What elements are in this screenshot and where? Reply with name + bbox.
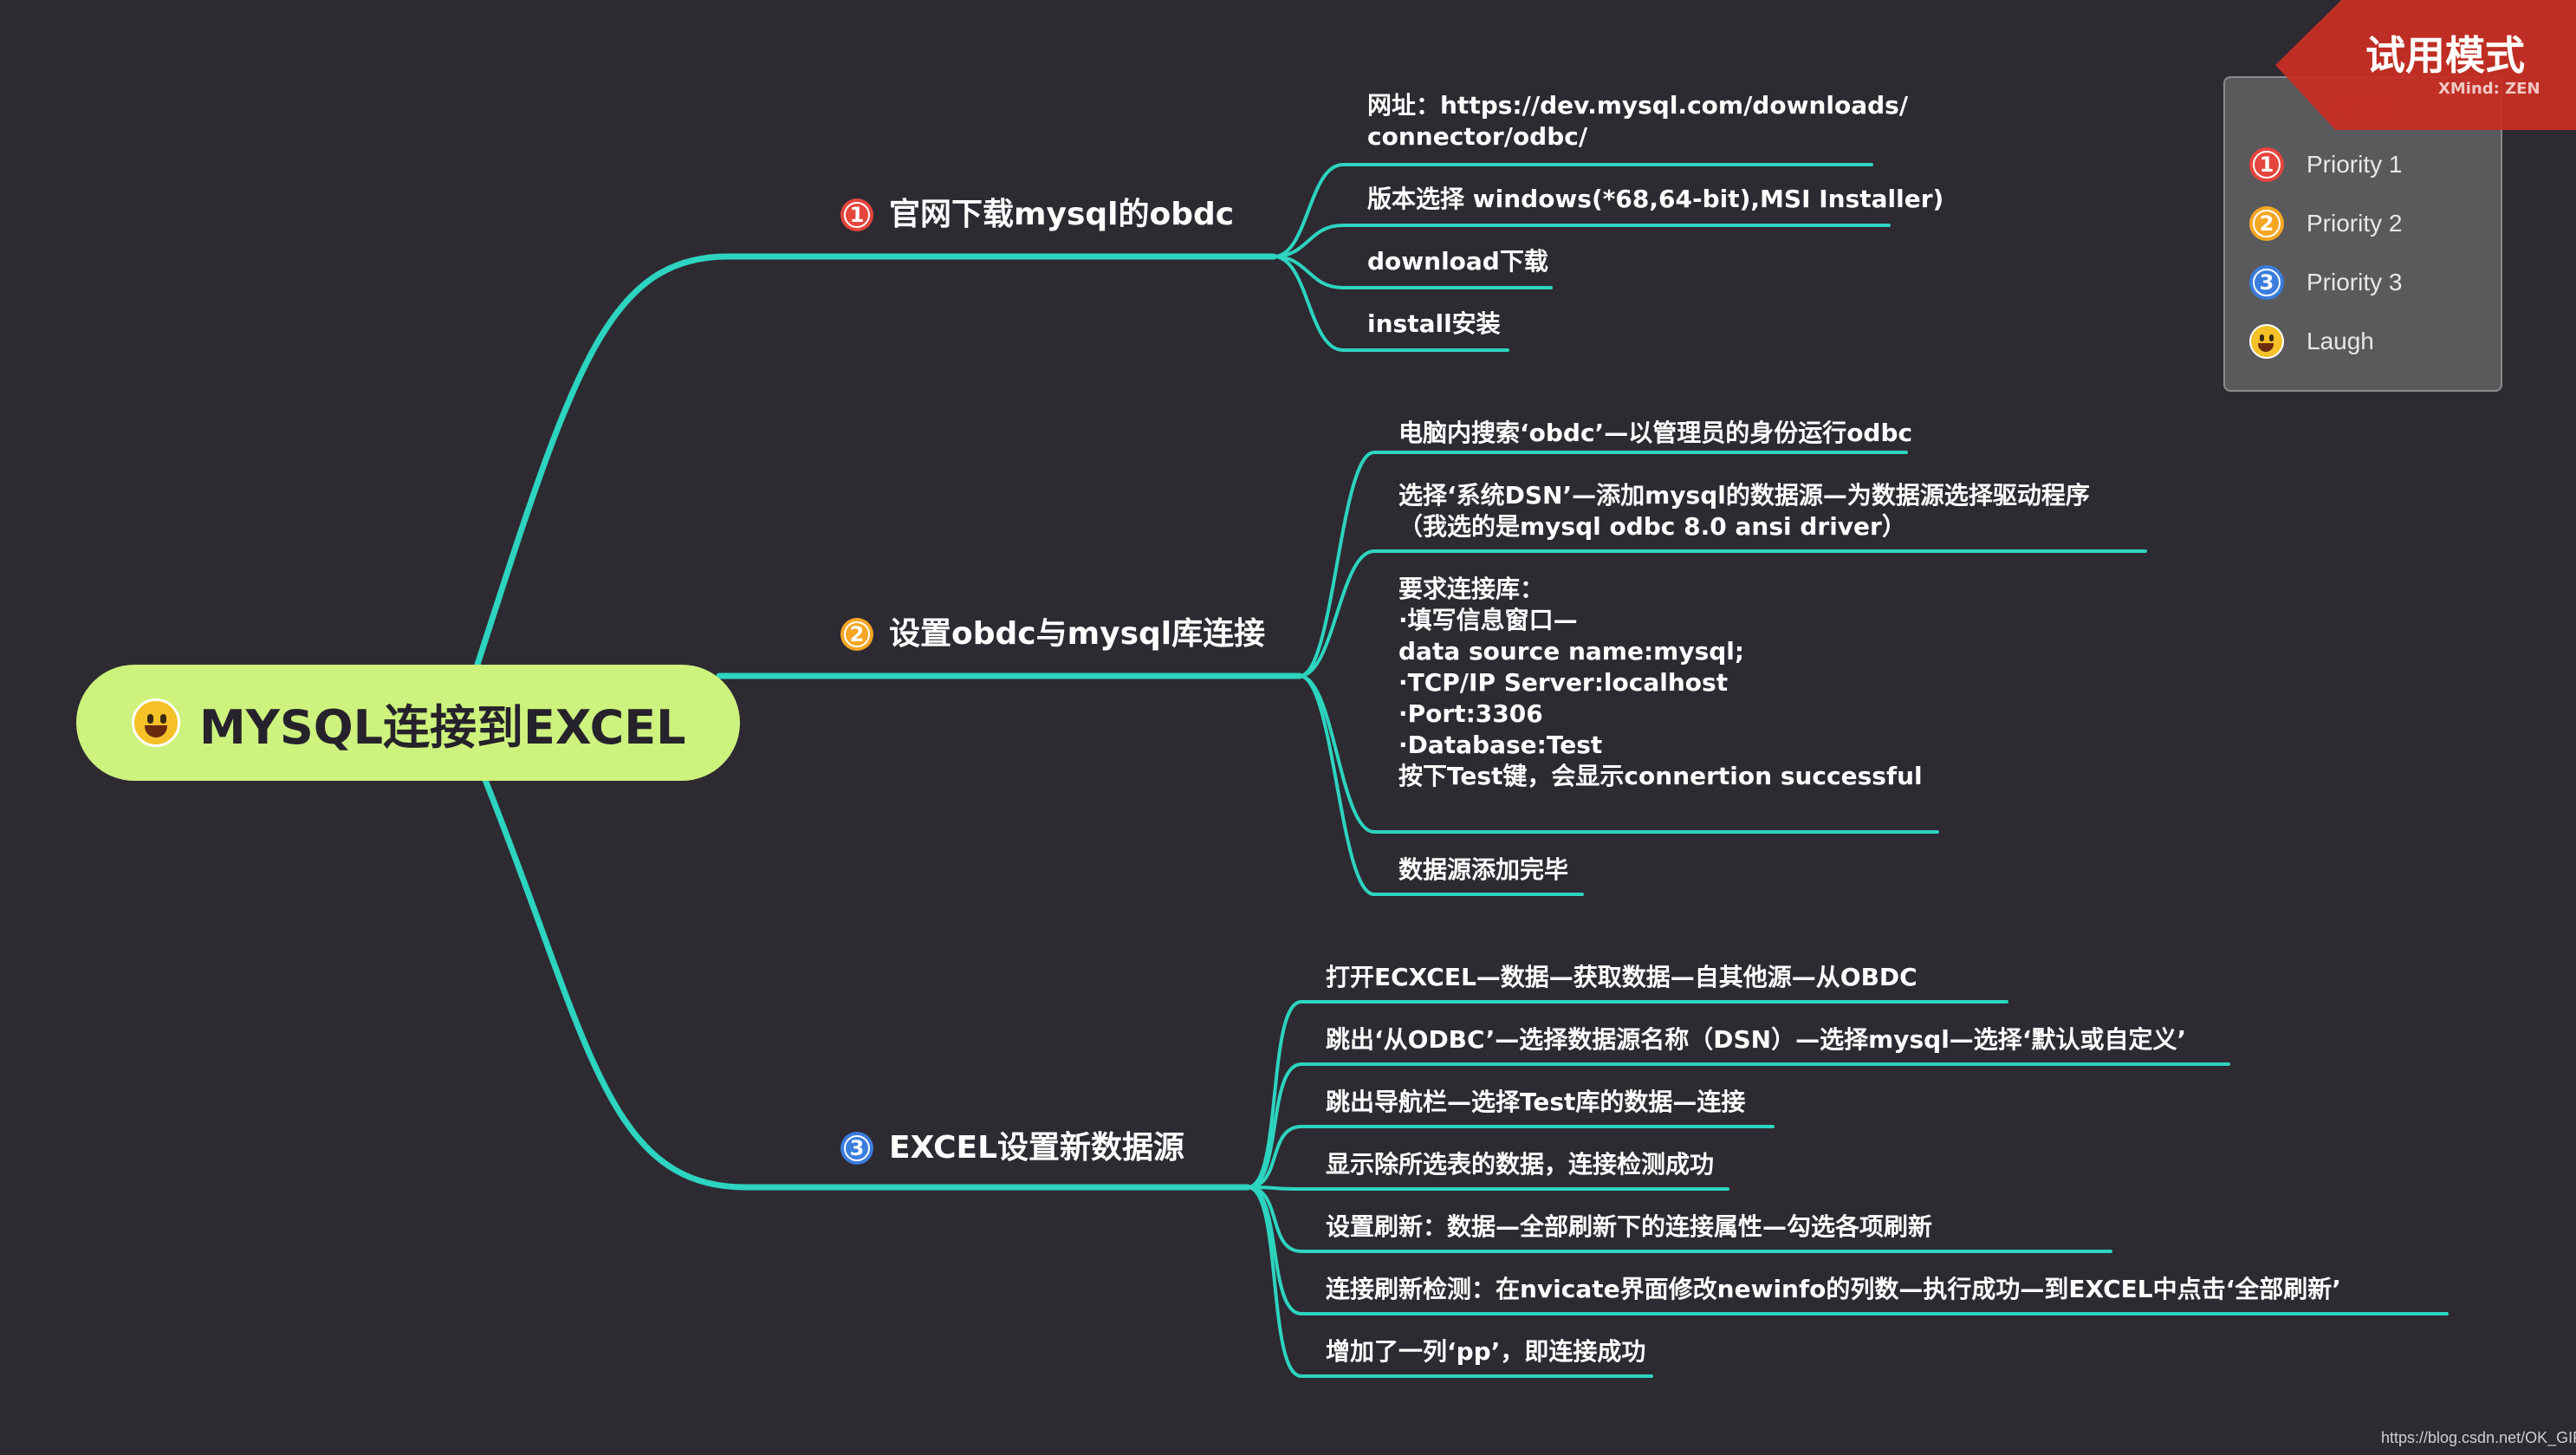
- leaf-topic[interactable]: 网址：https://dev.mysql.com/downloads/ conn…: [1367, 91, 1909, 151]
- priority-1-icon: 1: [2249, 147, 2284, 182]
- leaf-connector-2-4: [1298, 674, 1584, 896]
- leaf-topic[interactable]: 电脑内搜索‘obdc’—以管理员的身份运行odbc: [1398, 419, 1913, 447]
- leaf-topic[interactable]: 打开ECXCEL—数据—获取数据—自其他源—从OBDC: [1326, 963, 1917, 991]
- leaf-connector-3-3: [1246, 1125, 1775, 1189]
- xmind-brand: XMind: ZEN: [2438, 80, 2540, 98]
- legend-label: Priority 2: [2307, 210, 2403, 237]
- leaf-topic[interactable]: 选择‘系统DSN’—添加mysql的数据源—为数据源选择驱动程序 （我选的是my…: [1398, 481, 2090, 541]
- leaf-topic[interactable]: 跳出导航栏—选择Test库的数据—连接: [1326, 1088, 1746, 1116]
- branch-topic-1[interactable]: 1 官网下载mysql的obdc: [840, 196, 1234, 234]
- leaf-connector-1-3: [1272, 255, 1553, 289]
- footer-url: https://blog.csdn.net/OK_GIRL: [2381, 1429, 2576, 1446]
- legend-label: Laugh: [2307, 328, 2374, 354]
- branch-topic-label: 设置obdc与mysql库连接: [889, 616, 1266, 652]
- legend-item-priority-2: 2 Priority 2: [2249, 206, 2402, 241]
- root-topic[interactable]: MYSQL连接到EXCEL: [76, 665, 740, 781]
- priority-1-icon: 1: [840, 198, 873, 231]
- laugh-icon: [132, 698, 180, 747]
- priority-3-icon: 3: [840, 1132, 873, 1165]
- branch-topic-label: EXCEL设置新数据源: [889, 1130, 1185, 1166]
- root-connector-1: [473, 253, 1277, 671]
- trial-mode-label[interactable]: 试用模式: [2365, 32, 2525, 79]
- laugh-icon: [2249, 324, 2284, 359]
- trial-ribbon[interactable]: [2275, 0, 2576, 130]
- root-topic-label: MYSQL连接到EXCEL: [199, 699, 686, 755]
- legend-item-priority-1: 1 Priority 1: [2249, 147, 2402, 182]
- leaf-topic[interactable]: 设置刷新：数据—全部刷新下的连接属性—勾选各项刷新: [1326, 1212, 1933, 1241]
- leaf-connector-3-7: [1246, 1185, 1653, 1378]
- leaf-topic[interactable]: 增加了一列‘pp’，即连接成功: [1326, 1337, 1646, 1366]
- legend-item-priority-3: 3 Priority 3: [2249, 265, 2402, 300]
- legend-item-laugh: Laugh: [2249, 324, 2374, 359]
- leaf-connector-1-1: [1272, 163, 1873, 258]
- leaf-connector-2-1: [1298, 451, 1908, 678]
- leaf-topic[interactable]: 版本选择 windows(*68,64-bit),MSI Installer): [1367, 185, 1944, 213]
- leaf-topic[interactable]: 跳出‘从ODBC’—选择数据源名称（DSN）—选择mysql—选择‘默认或自定义…: [1326, 1025, 2187, 1054]
- priority-3-icon: 3: [2249, 265, 2284, 300]
- leaf-connector-2-2: [1298, 549, 2147, 678]
- legend-label: Priority 3: [2307, 269, 2403, 296]
- branch-topic-3[interactable]: 3 EXCEL设置新数据源: [840, 1129, 1184, 1167]
- leaf-connector-1-4: [1272, 255, 1509, 352]
- branch-topic-label: 官网下载mysql的obdc: [889, 197, 1235, 232]
- leaf-connector-3-2: [1246, 1062, 2230, 1189]
- leaf-topic[interactable]: 连接刷新检测：在nvicate界面修改newinfo的列数—执行成功—到EXCE…: [1326, 1275, 2341, 1303]
- root-connector-3: [482, 776, 1251, 1191]
- leaf-topic[interactable]: 要求连接库： ·填写信息窗口— data source name:mysql; …: [1398, 575, 1923, 790]
- leaf-topic[interactable]: 显示除所选表的数据，连接检测成功: [1326, 1150, 1715, 1179]
- leaf-topic[interactable]: 数据源添加完毕: [1398, 855, 1569, 884]
- branch-topic-2[interactable]: 2 设置obdc与mysql库连接: [840, 615, 1265, 653]
- legend-label: Priority 1: [2307, 151, 2403, 178]
- leaf-connector-3-1: [1246, 1000, 2008, 1189]
- leaf-topic[interactable]: install安装: [1367, 309, 1501, 338]
- leaf-topic[interactable]: download下载: [1367, 247, 1548, 276]
- leaf-connector-1-2: [1272, 224, 1891, 258]
- leaf-connector-3-4: [1246, 1185, 1729, 1191]
- priority-2-icon: 2: [2249, 206, 2284, 241]
- priority-2-icon: 2: [840, 618, 873, 651]
